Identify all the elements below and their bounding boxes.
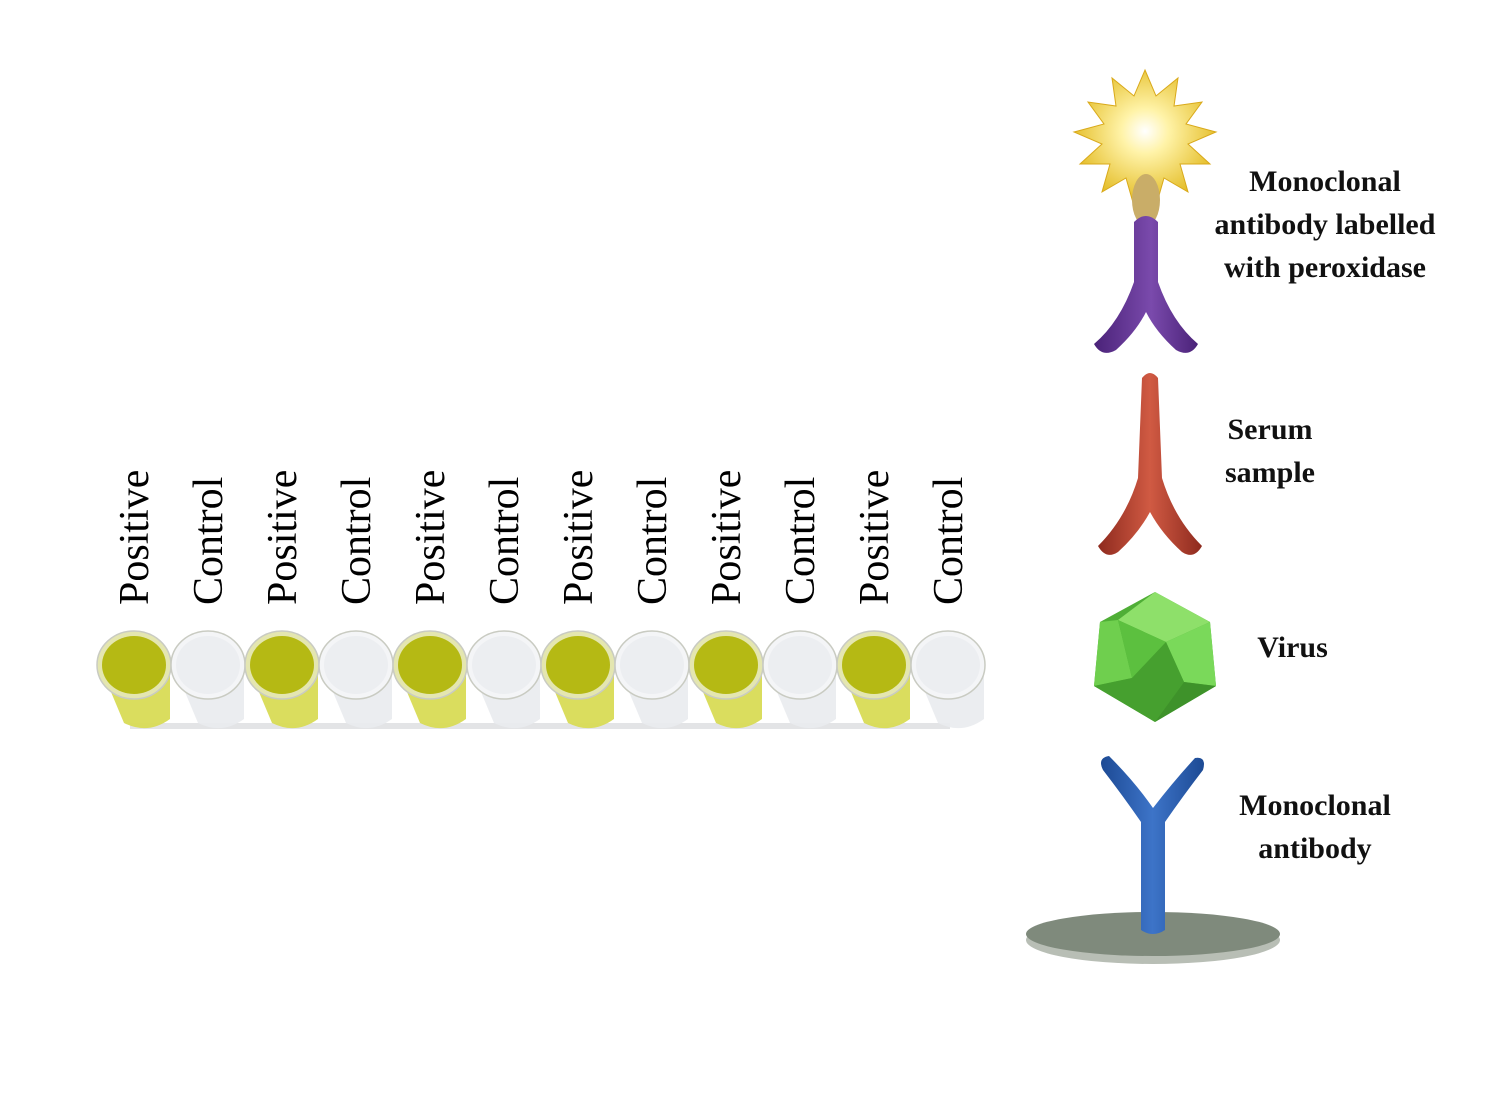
well-positive [688,630,764,729]
well-control [318,630,394,729]
strip-base [130,723,950,729]
peroxidase-labelled-antibody-icon [1072,68,1218,353]
well-control [910,630,986,729]
well-label-text: Control [482,476,528,605]
well-control [466,630,542,729]
serum-antibody-body [1098,373,1202,555]
serum-antibody-icon [1098,373,1202,555]
well-label-text: Control [926,476,972,605]
well-label-text: Control [630,476,676,605]
well-label-text: Positive [852,469,898,605]
labelled-antibody-label: Monoclonal antibody labelled with peroxi… [1214,165,1436,284]
well-label-text: Positive [704,469,750,605]
well-positive [836,630,912,729]
virus-icon [1094,592,1216,722]
well-label-text: Positive [556,469,602,605]
well-positive [244,630,320,729]
virus-label: Virus [1257,631,1328,664]
capture-antibody-icon [1026,756,1280,964]
well-positive [540,630,616,729]
well-positive [96,630,172,729]
well-label-text: Control [334,476,380,605]
well-strip [96,630,986,729]
capture-antibody-label: Monoclonal antibody [1239,789,1391,865]
well-control [170,630,246,729]
enzyme-link [1132,174,1160,226]
well-label-text: Positive [260,469,306,605]
well-positive [392,630,468,729]
well-control [614,630,690,729]
well-label-text: Positive [112,469,158,605]
labelled-antibody-body [1094,216,1198,353]
capture-antibody-body [1101,756,1204,934]
well-label-text: Control [778,476,824,605]
well-label-text: Control [186,476,232,605]
well-control [762,630,838,729]
well-label-text: Positive [408,469,454,605]
serum-label: Serum sample [1225,413,1315,489]
